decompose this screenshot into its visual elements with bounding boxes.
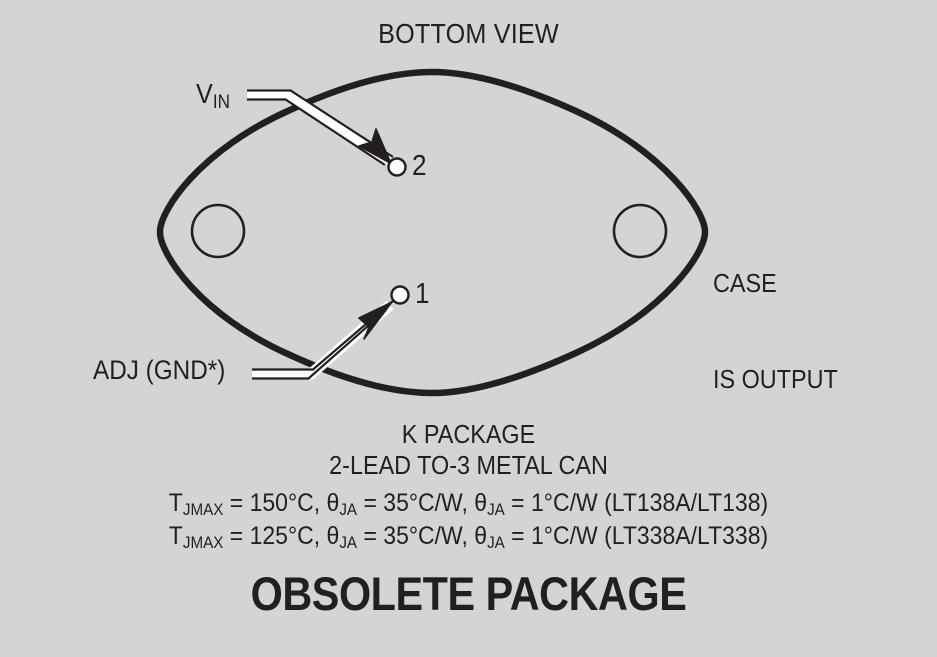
theta-symbol-1b: θ <box>474 489 488 517</box>
theta-symbol-2a: θ <box>326 522 340 550</box>
theta-subscript-2b: JA <box>487 534 505 553</box>
case-note-line-2: IS OUTPUT <box>713 364 838 394</box>
pin-1-label-adj: ADJ (GND*) <box>93 355 226 385</box>
tjmax-value-2: = 125°C, <box>223 522 327 550</box>
thermal-spec-line-2: TJMAX = 125°C, θJA = 35°C/W, θJA = 1°C/W… <box>37 522 899 553</box>
tjmax-symbol-1: T <box>168 489 183 517</box>
package-description: 2-LEAD TO-3 METAL CAN <box>329 450 608 480</box>
pin-1-pad <box>390 285 410 305</box>
pin-2-number: 2 <box>412 150 427 182</box>
vin-base: V <box>196 78 213 109</box>
theta-subscript-2a: JA <box>339 534 358 553</box>
vin-subscript: IN <box>212 91 230 113</box>
tjmax-subscript-2: JMAX <box>182 534 224 553</box>
adj-leader-line <box>252 299 395 380</box>
mounting-hole-left <box>190 203 246 259</box>
theta-symbol-1a: θ <box>326 489 340 517</box>
tjmax-subscript-1: JMAX <box>182 501 224 520</box>
theta-subscript-1a: JA <box>339 501 358 520</box>
pin-2-label-vin: VIN <box>196 78 230 112</box>
theta-value-1a: = 35°C/W, <box>357 489 475 517</box>
tjmax-value-1: = 150°C, <box>223 489 327 517</box>
tjmax-symbol-2: T <box>168 522 183 550</box>
pin-2-pad <box>387 157 407 177</box>
theta-symbol-2b: θ <box>474 522 488 550</box>
adj-arrowhead <box>358 301 393 340</box>
vin-leader-line <box>247 89 394 166</box>
pin-1-number: 1 <box>415 278 430 310</box>
theta-value-1b: = 1°C/W (LT138A/LT138) <box>504 489 769 517</box>
thermal-spec-line-1: TJMAX = 150°C, θJA = 35°C/W, θJA = 1°C/W… <box>37 489 899 520</box>
package-name: K PACKAGE <box>401 419 536 449</box>
theta-value-2a: = 35°C/W, <box>357 522 475 550</box>
package-body-outline <box>156 68 709 397</box>
mounting-hole-right <box>612 203 668 259</box>
theta-value-2b: = 1°C/W (LT338A/LT338) <box>504 522 769 550</box>
case-note-line-1: CASE <box>713 268 777 298</box>
theta-subscript-1b: JA <box>487 501 505 520</box>
case-is-output-note: CASE IS OUTPUT <box>713 203 838 459</box>
vin-arrowhead <box>358 128 392 165</box>
diagram-title: BOTTOM VIEW <box>378 18 559 49</box>
obsolete-package-banner: OBSOLETE PACKAGE <box>250 567 687 620</box>
